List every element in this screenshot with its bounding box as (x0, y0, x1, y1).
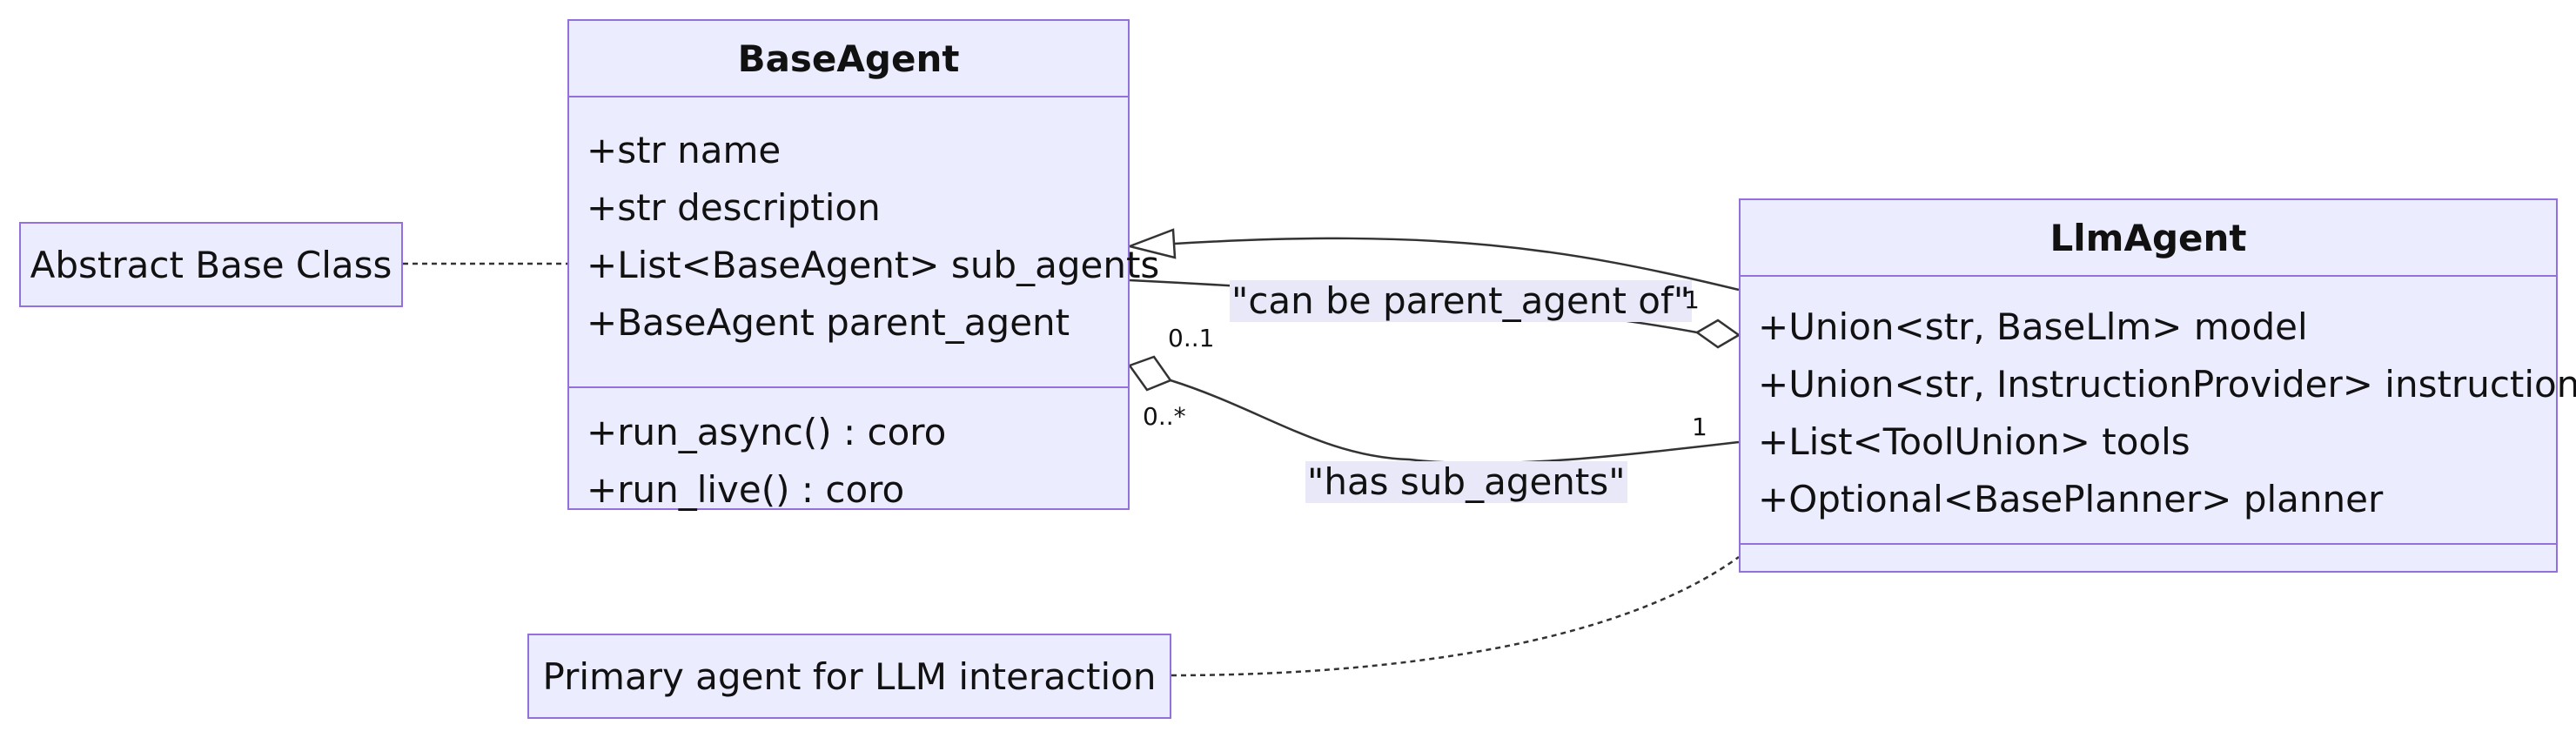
attribute-row: +str description (587, 186, 881, 229)
sub-source-multiplicity: 0..* (1143, 402, 1186, 431)
base-agent-class[interactable]: BaseAgent +str name +str description +Li… (567, 19, 1160, 511)
base-agent-methods: +run_async() : coro +run_live() : coro (569, 388, 1128, 519)
inheritance-arrowhead (1125, 228, 1177, 259)
sub-relation-label: "has sub_agents" (1305, 460, 1627, 503)
attribute-row: +List<BaseAgent> sub_agents (587, 244, 1160, 286)
method-row: +run_live() : coro (587, 468, 905, 511)
llm-agent-title: LlmAgent (1741, 200, 2556, 277)
attribute-row: +Union<str, InstructionProvider> instruc… (1758, 363, 2576, 406)
attribute-row: +Optional<BasePlanner> planner (1758, 478, 2384, 520)
abstract-base-class-note[interactable]: Abstract Base Class (19, 222, 403, 307)
attribute-row: +List<ToolUnion> tools (1758, 420, 2190, 463)
inheritance-line (1174, 237, 1740, 292)
base-agent-attributes: +str name +str description +List<BaseAge… (569, 97, 1160, 388)
sub-aggregation-diamond (1128, 355, 1172, 392)
attribute-row: +BaseAgent parent_agent (587, 301, 1070, 344)
parent-relation-label: "can be parent_agent of" (1230, 279, 1693, 322)
llm-agent-attributes: +Union<str, BaseLlm> model +Union<str, I… (1741, 277, 2576, 545)
parent-source-multiplicity: 0..1 (1168, 324, 1215, 352)
attribute-row: +Union<str, BaseLlm> model (1758, 305, 2308, 348)
primary-note-link (1171, 555, 1740, 677)
primary-agent-note[interactable]: Primary agent for LLM interaction (527, 634, 1171, 719)
sub-relation-line (1170, 379, 1740, 465)
parent-target-multiplicity: 1 (1684, 285, 1700, 314)
sub-target-multiplicity: 1 (1692, 413, 1707, 441)
method-row: +run_async() : coro (587, 411, 947, 453)
parent-aggregation-diamond (1694, 319, 1741, 349)
attribute-row: +str name (587, 129, 782, 171)
llm-agent-class[interactable]: LlmAgent +Union<str, BaseLlm> model +Uni… (1739, 198, 2576, 573)
base-agent-title: BaseAgent (569, 21, 1128, 97)
